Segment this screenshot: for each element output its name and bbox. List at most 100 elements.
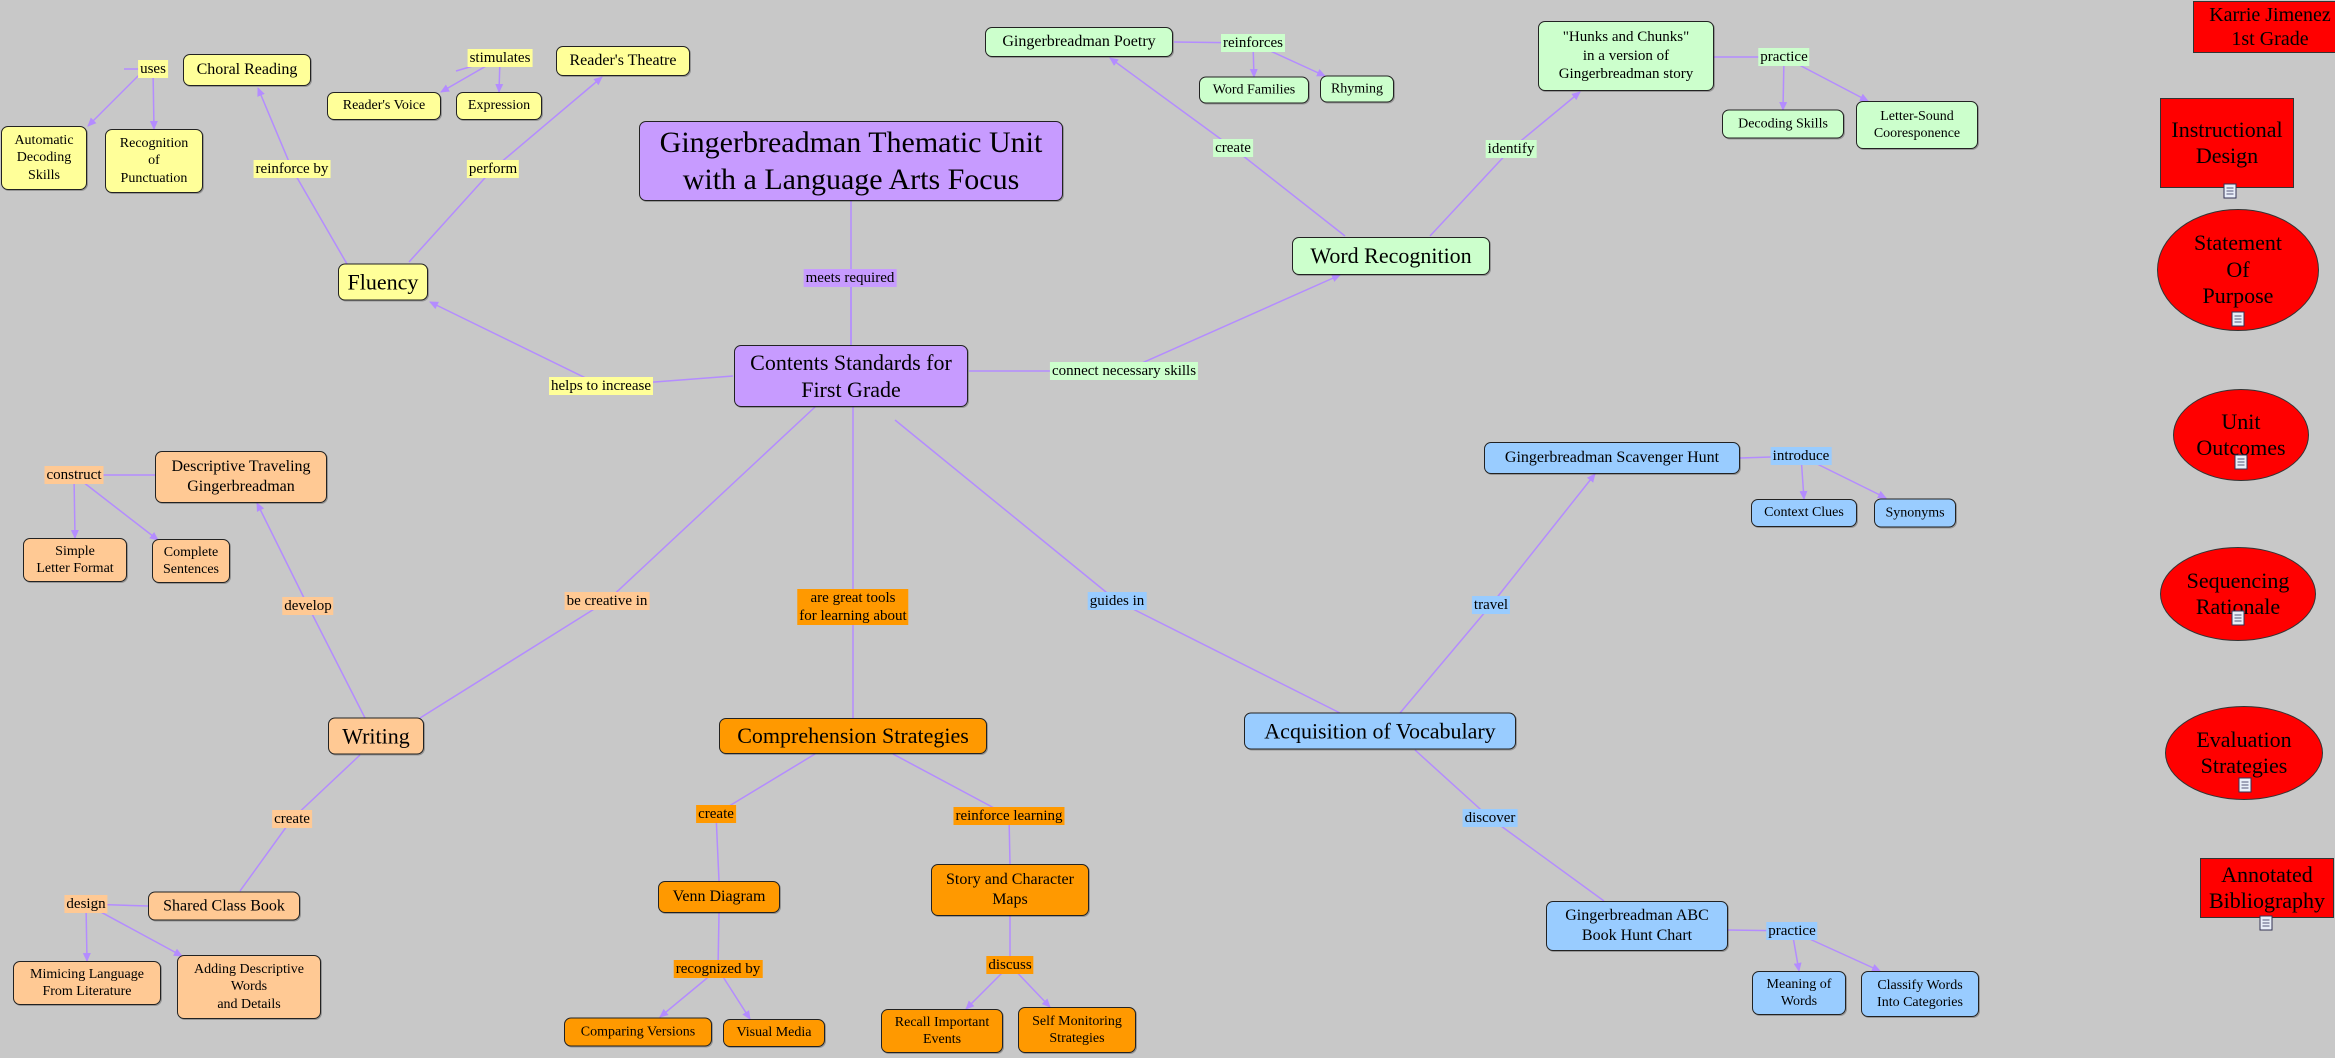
- word-families-node[interactable]: Word Families: [1199, 76, 1309, 104]
- meaning-of-words-node[interactable]: Meaning of Words: [1752, 971, 1846, 1015]
- connector-line: [239, 818, 293, 892]
- automatic-decoding-node[interactable]: Automatic Decoding Skills: [1, 126, 87, 190]
- link-label-helps-increase: helps to increase: [549, 377, 653, 395]
- link-label-create-book: create: [272, 810, 312, 828]
- document-icon[interactable]: [2231, 311, 2245, 327]
- link-label-identify: identify: [1485, 140, 1537, 158]
- author-box: Karrie Jimenez 1st Grade: [2193, 1, 2335, 53]
- connector-line: [291, 168, 348, 265]
- document-icon[interactable]: [2231, 610, 2245, 626]
- connector-line: [1490, 473, 1596, 606]
- venn-diagram-node[interactable]: Venn Diagram: [658, 881, 780, 913]
- connector-line: [606, 406, 816, 602]
- decoding-skills-node[interactable]: Decoding Skills: [1722, 109, 1844, 139]
- link-label-discuss: discuss: [986, 956, 1034, 974]
- link-label-stimulates: stimulates: [467, 49, 533, 67]
- hunks-and-chunks-node[interactable]: "Hunks and Chunks" in a version of Ginge…: [1538, 21, 1714, 91]
- connector-line: [419, 600, 608, 719]
- link-label-perform: perform: [466, 160, 520, 178]
- context-clues-node[interactable]: Context Clues: [1751, 499, 1857, 527]
- comprehension-strategies-node[interactable]: Comprehension Strategies: [719, 718, 987, 754]
- connector-line: [1429, 148, 1512, 237]
- gingerbreadman-poetry-node[interactable]: Gingerbreadman Poetry: [985, 27, 1173, 57]
- link-label-recognized-by: recognized by: [673, 960, 763, 978]
- acquisition-vocabulary-node[interactable]: Acquisition of Vocabulary: [1244, 712, 1516, 750]
- link-label-reinforce-learning: reinforce learning: [953, 807, 1065, 825]
- connector-line: [429, 301, 603, 387]
- letter-sound-node[interactable]: Letter-Sound Cooresponence: [1856, 101, 1978, 149]
- recognition-punctuation-node[interactable]: Recognition of Punctuation: [105, 129, 203, 193]
- connector-line: [1123, 274, 1341, 372]
- link-label-discover: discover: [1462, 809, 1518, 827]
- document-icon[interactable]: [2259, 915, 2273, 931]
- connector-line: [894, 419, 1118, 602]
- readers-voice-node[interactable]: Reader's Voice: [327, 92, 441, 120]
- link-label-be-creative: be creative in: [564, 592, 650, 610]
- link-label-introduce: introduce: [1770, 447, 1832, 465]
- link-label-reinforce-by: reinforce by: [253, 160, 331, 178]
- writing-node[interactable]: Writing: [328, 717, 424, 755]
- evaluation-strategies-link[interactable]: Evaluation Strategies: [2165, 706, 2323, 800]
- document-icon[interactable]: [2234, 454, 2248, 470]
- link-label-construct: construct: [44, 466, 104, 484]
- simple-letter-node[interactable]: Simple Letter Format: [23, 538, 127, 582]
- link-label-reinforces: reinforces: [1221, 34, 1285, 52]
- link-label-create-poetry: create: [1213, 139, 1253, 157]
- sequencing-rationale-link[interactable]: Sequencing Rationale: [2160, 547, 2316, 641]
- adding-descriptive-node[interactable]: Adding Descriptive Words and Details: [177, 955, 321, 1019]
- link-label-develop: develop: [282, 597, 334, 615]
- comparing-versions-node[interactable]: Comparing Versions: [564, 1017, 712, 1047]
- connector-line: [149, 68, 158, 130]
- mimicing-language-node[interactable]: Mimicing Language From Literature: [13, 961, 161, 1005]
- document-icon[interactable]: [2238, 777, 2252, 793]
- statement-of-purpose-link[interactable]: Statement Of Purpose: [2157, 209, 2319, 331]
- connector-line: [492, 76, 603, 170]
- connector-line: [715, 813, 720, 882]
- connector-line: [1489, 817, 1605, 902]
- annotated-bibliography-link[interactable]: Annotated Bibliography: [2200, 858, 2334, 918]
- story-character-maps-node[interactable]: Story and Character Maps: [931, 864, 1089, 916]
- connector-line: [1414, 749, 1491, 819]
- document-icon[interactable]: [2223, 183, 2237, 199]
- link-label-design: design: [64, 895, 108, 913]
- descriptive-gingerbreadman-node[interactable]: Descriptive Traveling Gingerbreadman: [155, 451, 327, 503]
- synonyms-node[interactable]: Synonyms: [1874, 498, 1956, 528]
- visual-media-node[interactable]: Visual Media: [723, 1019, 825, 1047]
- instructional-design-link[interactable]: Instructional Design: [2160, 98, 2294, 188]
- connector-line: [307, 605, 366, 719]
- complete-sentences-node[interactable]: Complete Sentences: [152, 539, 230, 583]
- link-label-practice-abc: practice: [1766, 922, 1818, 940]
- choral-reading-node[interactable]: Choral Reading: [183, 54, 311, 86]
- unit-title-node[interactable]: Gingerbreadman Thematic Unit with a Lang…: [639, 121, 1063, 201]
- link-label-travel: travel: [1471, 596, 1511, 614]
- word-recognition-node[interactable]: Word Recognition: [1292, 237, 1490, 275]
- connector-line: [408, 168, 494, 263]
- scavenger-hunt-node[interactable]: Gingerbreadman Scavenger Hunt: [1484, 442, 1740, 474]
- connector-line: [70, 474, 79, 539]
- connector-line: [256, 502, 309, 607]
- connector-line: [87, 68, 146, 127]
- link-label-meets-required: meets required: [803, 269, 897, 287]
- link-label-uses: uses: [138, 60, 168, 78]
- link-label-create-venn: create: [696, 805, 736, 823]
- readers-theatre-node[interactable]: Reader's Theatre: [556, 46, 690, 76]
- connector-line: [1116, 600, 1341, 714]
- link-label-great-tools: are great tools for learning about: [797, 589, 909, 625]
- connector-line: [257, 87, 293, 170]
- rhyming-node[interactable]: Rhyming: [1320, 75, 1394, 103]
- link-label-connect-skills: connect necessary skills: [1049, 362, 1199, 380]
- abc-book-hunt-node[interactable]: Gingerbreadman ABC Book Hunt Chart: [1546, 901, 1728, 951]
- connector-line: [1399, 604, 1492, 714]
- self-monitoring-node[interactable]: Self Monitoring Strategies: [1018, 1007, 1136, 1053]
- fluency-node[interactable]: Fluency: [338, 263, 428, 301]
- connector-line: [73, 474, 159, 541]
- classify-words-node[interactable]: Classify Words Into Categories: [1861, 971, 1979, 1017]
- connector-line: [1232, 147, 1346, 237]
- content-standards-node[interactable]: Contents Standards for First Grade: [734, 345, 968, 407]
- shared-class-book-node[interactable]: Shared Class Book: [148, 891, 300, 921]
- expression-node[interactable]: Expression: [456, 92, 542, 120]
- recall-events-node[interactable]: Recall Important Events: [881, 1009, 1003, 1053]
- link-label-practice-hunks: practice: [1758, 48, 1810, 66]
- link-label-guides-in: guides in: [1087, 592, 1147, 610]
